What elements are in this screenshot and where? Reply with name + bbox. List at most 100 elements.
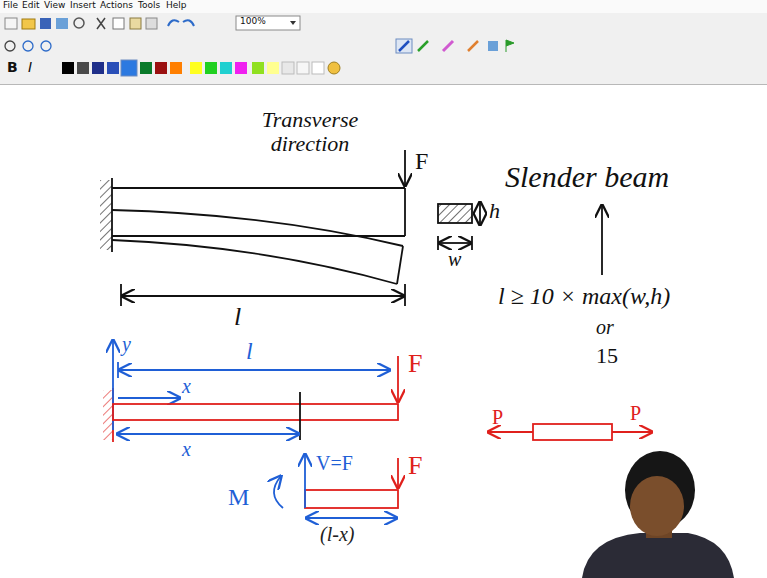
save-icon (40, 18, 51, 29)
force-arrow (397, 356, 399, 402)
hand-icon (5, 41, 15, 51)
axis-label: x (182, 375, 191, 397)
axial-arrow (612, 431, 652, 433)
force-label: P (492, 406, 503, 428)
x-axis (118, 397, 180, 399)
color-swatch (252, 62, 264, 74)
section-cut (299, 392, 301, 440)
force-arrow (404, 150, 406, 186)
menu-item: File (3, 1, 18, 11)
handwritten-label: or (596, 316, 614, 338)
pen-icon (418, 41, 428, 51)
color-swatch (140, 62, 152, 74)
wall-hatch (100, 180, 112, 250)
dimension-tick (404, 284, 406, 306)
dimension-tick (117, 362, 119, 378)
color-swatch (92, 62, 104, 74)
dimension-tick (437, 236, 439, 250)
free-body-sketch (103, 340, 652, 518)
zoom-icon (41, 41, 51, 51)
dimension-tick (471, 236, 473, 250)
copy-icon (113, 18, 124, 29)
print-icon (56, 18, 68, 29)
color-swatch (205, 62, 217, 74)
color-swatch (297, 62, 309, 74)
force-label: P (630, 402, 641, 424)
open-icon (22, 19, 35, 29)
color-swatch (267, 62, 279, 74)
zoom-value: 100% (240, 17, 266, 27)
moment-label: M (228, 484, 249, 510)
presenter-face (630, 476, 684, 536)
menu-item: Help (166, 1, 187, 11)
color-swatch (155, 62, 167, 74)
position-dimension (117, 433, 299, 435)
menu-item: Tools (138, 1, 160, 11)
toolbar-ground (0, 0, 767, 84)
dimension-tick (120, 284, 122, 306)
format-button: I (28, 60, 32, 75)
toolbar-border (0, 84, 767, 85)
color-swatch (235, 62, 247, 74)
color-swatch (121, 60, 137, 76)
color-swatch (170, 62, 182, 74)
deflected-edge (112, 240, 397, 284)
delete-icon (146, 18, 157, 29)
length-dimension (122, 295, 404, 297)
paste-icon (130, 18, 141, 29)
presenter (582, 451, 734, 578)
axial-arrow (488, 431, 533, 433)
pen-button (396, 39, 412, 53)
zoom-box (236, 16, 300, 30)
color-swatch (190, 62, 202, 74)
search-icon (74, 18, 84, 28)
dimension-label: h (489, 199, 500, 223)
deflected-end (397, 246, 403, 284)
axis-label: y (122, 333, 131, 355)
dimension-label: l (234, 303, 241, 332)
force-arrow (397, 458, 399, 488)
shear-label: V=F (316, 452, 353, 474)
bar-outline (533, 424, 612, 440)
color-swatch (282, 62, 294, 74)
dimension-label: (l-x) (320, 523, 354, 545)
beam-edge (112, 187, 405, 189)
redo-icon (183, 20, 194, 26)
cut-icon (97, 18, 105, 29)
handwritten-label: Transverse direction (250, 108, 370, 156)
dropdown-arrow (290, 21, 296, 25)
eraser-icon (443, 41, 453, 51)
menu-item: Insert (70, 1, 96, 11)
toolbar-icons (5, 16, 514, 76)
menu-item: Actions (100, 1, 133, 11)
force-label: F (408, 452, 422, 481)
moment-arrow (274, 476, 283, 508)
pointer-arrow (601, 205, 603, 275)
insert-icon (488, 41, 498, 51)
force-label: F (415, 148, 428, 174)
color-swatch (312, 62, 324, 74)
menu-item: Edit (22, 1, 39, 11)
dimension-label: w (448, 248, 461, 270)
beam-end (404, 188, 406, 236)
length-dimension (119, 369, 390, 371)
beam-segment (305, 490, 398, 508)
lasso-icon (468, 41, 478, 51)
undo-icon (168, 20, 179, 26)
width-dimension (439, 242, 471, 244)
wall-hatch (103, 390, 113, 440)
color-swatch (107, 62, 119, 74)
dimension-label: l (246, 338, 253, 364)
zoom-icon (23, 41, 33, 51)
dimension-label: x (182, 438, 191, 460)
presenter-shirt (582, 533, 734, 578)
handwritten-number: 15 (596, 344, 618, 368)
menu-item: View (44, 1, 65, 11)
height-dimension (479, 202, 481, 225)
new-icon (5, 18, 17, 29)
palette-icon (328, 62, 340, 74)
handwritten-heading: Slender beam (505, 160, 669, 193)
pen-icon (399, 41, 409, 51)
cross-section (438, 204, 472, 223)
color-swatch (62, 62, 74, 74)
